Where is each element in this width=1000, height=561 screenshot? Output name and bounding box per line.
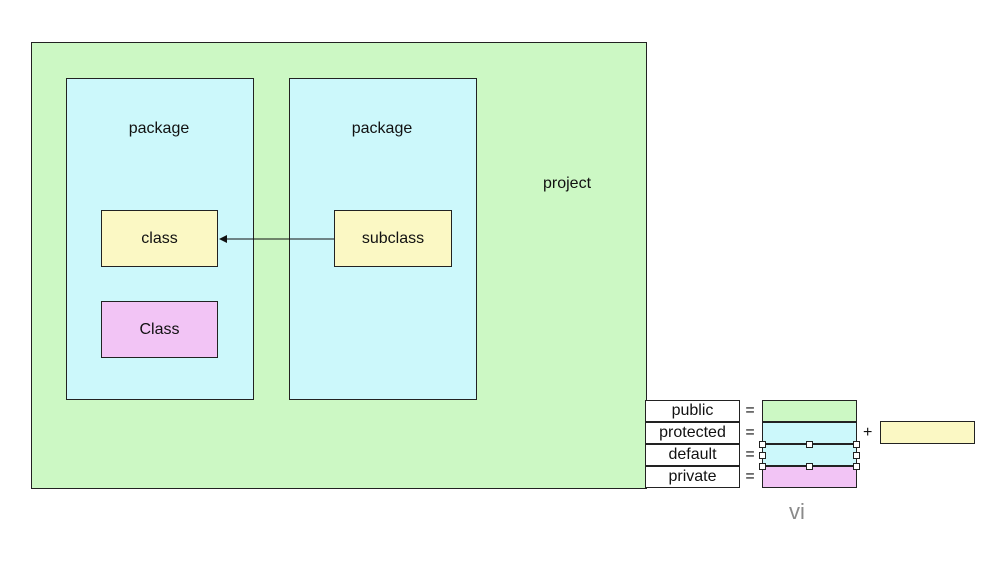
plus-sign: + <box>863 424 873 441</box>
legend-public-label: public <box>645 400 740 422</box>
package-label-right: package <box>351 120 413 137</box>
selection-handle-mid-right[interactable] <box>853 452 860 459</box>
legend-private-label: private <box>645 466 740 488</box>
selection-handle-bottom-left[interactable] <box>759 463 766 470</box>
legend-public-swatch <box>762 400 857 422</box>
project-label: project <box>542 175 592 192</box>
legend-private-eq: = <box>745 468 755 485</box>
selection-handle-bottom-mid[interactable] <box>806 463 813 470</box>
legend-default-label: default <box>645 444 740 466</box>
subclass-box: subclass <box>334 210 452 267</box>
legend-protected-label: protected <box>645 422 740 444</box>
class-box: class <box>101 210 218 267</box>
selection-handle-top-left[interactable] <box>759 441 766 448</box>
Class-box: Class <box>101 301 218 358</box>
selection-handle-top-mid[interactable] <box>806 441 813 448</box>
caption-text: vi <box>789 499 805 524</box>
selection-handle-mid-left[interactable] <box>759 452 766 459</box>
extra-class-swatch <box>880 421 975 444</box>
package-label-left: package <box>128 120 190 137</box>
legend-public-eq: = <box>745 402 755 419</box>
legend-protected-eq: = <box>745 424 755 441</box>
selection-handle-top-right[interactable] <box>853 441 860 448</box>
legend-default-eq: = <box>745 446 755 463</box>
selection-handle-bottom-right[interactable] <box>853 463 860 470</box>
